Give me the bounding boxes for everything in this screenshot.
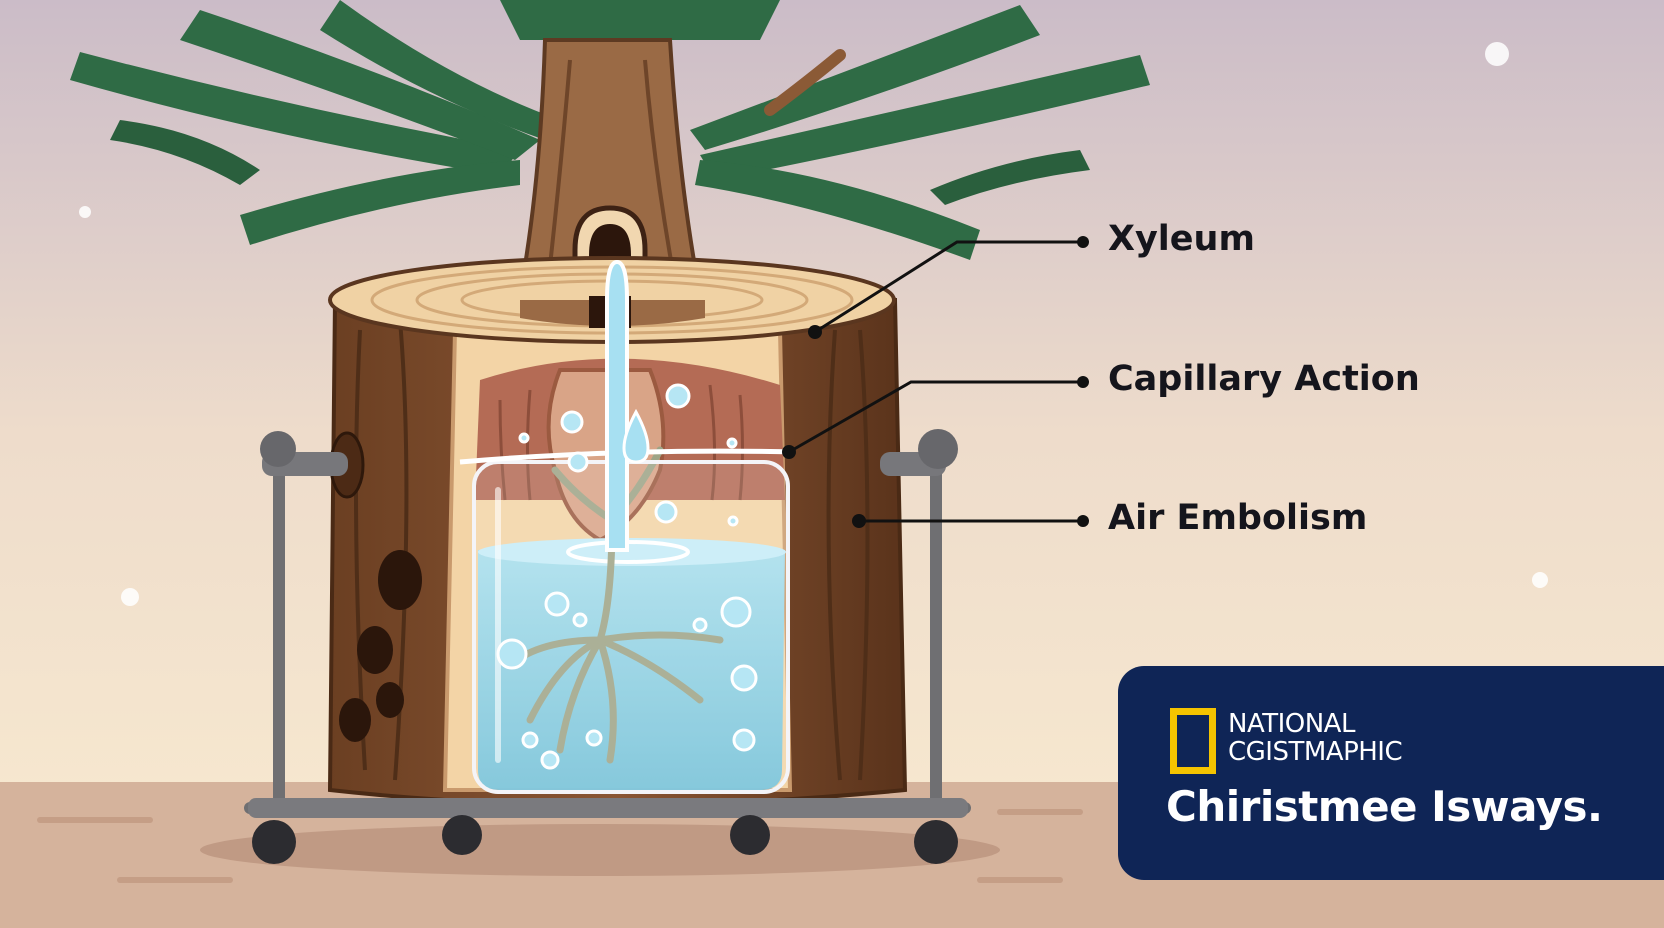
xylem-leader bbox=[814, 240, 1083, 334]
capillary-leader bbox=[788, 380, 1083, 454]
snow-dots bbox=[79, 42, 1548, 606]
callout-lines bbox=[788, 240, 1083, 523]
water-droplet bbox=[622, 408, 650, 464]
brand-panel: NATIONAL CGISTMAPHIC Chiristmee Isways. bbox=[1118, 666, 1664, 880]
label-xylem: Xyleum bbox=[1108, 219, 1255, 259]
brand-name-line1: NATIONAL bbox=[1228, 709, 1355, 739]
label-air-embolism: Air Embolism bbox=[1108, 498, 1368, 538]
brand-tagline: Chiristmee Isways. bbox=[1166, 782, 1603, 831]
ground-streaks bbox=[37, 809, 1083, 883]
label-capillary-action: Capillary Action bbox=[1108, 359, 1420, 399]
bark-knots bbox=[339, 550, 422, 742]
brand-name-line2: CGISTMAPHIC bbox=[1228, 737, 1403, 767]
tree-stand-front bbox=[248, 429, 968, 864]
stand-shadow bbox=[200, 824, 1000, 876]
capillary-water-column bbox=[605, 259, 629, 552]
tree-branches bbox=[70, 0, 1150, 260]
side-branch bbox=[764, 49, 846, 116]
water-surface bbox=[478, 538, 786, 566]
yellow-border-logo-icon bbox=[1170, 708, 1216, 774]
air-bubbles bbox=[496, 383, 758, 770]
submerged-roots bbox=[506, 446, 724, 764]
callout-dots bbox=[782, 236, 1089, 528]
